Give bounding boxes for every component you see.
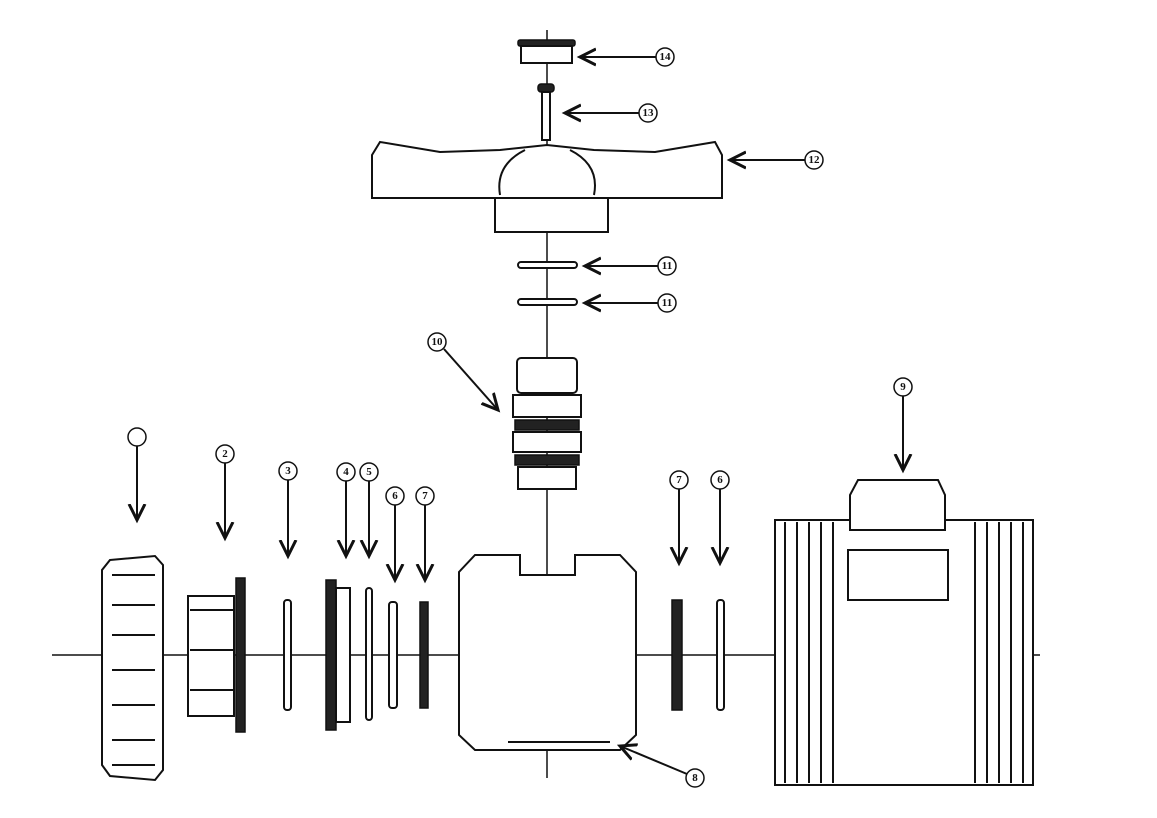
callout-circle [657, 293, 677, 313]
callout-circle [655, 47, 675, 67]
callout-label: 5 [366, 466, 372, 478]
callout-circle [657, 256, 677, 276]
callout-label: 6 [717, 474, 723, 486]
callout-c6a: 6 [385, 486, 405, 506]
callout-circle [427, 332, 447, 352]
callout-c4: 4 [336, 462, 356, 482]
callout-c3: 3 [278, 461, 298, 481]
callout-circle [669, 470, 689, 490]
callout-c10: 10 [427, 332, 447, 352]
callout-label: 7 [422, 490, 428, 502]
part-ring-5 [365, 587, 373, 721]
callout-c12: 12 [804, 150, 824, 170]
callout-circle [685, 768, 705, 788]
callout-label: 4 [343, 466, 349, 478]
callout-label: 8 [692, 772, 698, 784]
part-ring-6-left [388, 601, 398, 709]
part-union-nut [101, 554, 164, 782]
callout-c1 [127, 427, 147, 447]
callout-circle [804, 150, 824, 170]
part-seal-4 [325, 579, 351, 731]
part-ring-7-left [419, 601, 429, 709]
callout-circle [415, 486, 435, 506]
callout-circle [710, 470, 730, 490]
callout-circle [278, 461, 298, 481]
callout-circle [385, 486, 405, 506]
callout-label: 6 [392, 490, 398, 502]
callout-label: 2 [222, 448, 228, 460]
callout-circle [359, 462, 379, 482]
part-handle [371, 140, 723, 233]
callout-c11b: 11 [657, 293, 677, 313]
callout-label: 13 [643, 107, 655, 119]
part-threaded-body [774, 479, 1034, 786]
callout-label: 9 [900, 381, 906, 393]
part-ring-7-right [671, 599, 683, 711]
part-cap [517, 39, 576, 64]
part-stem [512, 357, 582, 490]
callout-c13: 13 [638, 103, 658, 123]
callout-label: 11 [662, 260, 672, 272]
callout-label: 11 [662, 297, 672, 309]
callout-c6b: 6 [710, 470, 730, 490]
callout-circle [336, 462, 356, 482]
callout-label: 3 [285, 465, 291, 477]
part-o-ring-3 [283, 599, 292, 711]
callout-c7b: 7 [669, 470, 689, 490]
callout-c2: 2 [215, 444, 235, 464]
callout-circle [638, 103, 658, 123]
callout-c9: 9 [893, 377, 913, 397]
callout-c11a: 11 [657, 256, 677, 276]
callout-circle [893, 377, 913, 397]
callout-label: 12 [809, 154, 821, 166]
part-o-ring-11b [517, 298, 578, 306]
callout-label: 14 [660, 51, 672, 63]
part-valve-body [458, 554, 637, 751]
callout-label: 10 [432, 336, 444, 348]
part-tail-piece [187, 577, 246, 733]
callout-c8: 8 [685, 768, 705, 788]
part-o-ring-11a [517, 261, 578, 269]
part-ring-6-right [716, 599, 725, 711]
callout-c5: 5 [359, 462, 379, 482]
callout-circle [127, 427, 147, 447]
part-screw [537, 83, 555, 141]
callout-circle [215, 444, 235, 464]
callout-c14: 14 [655, 47, 675, 67]
callout-c7a: 7 [415, 486, 435, 506]
callout-label: 7 [676, 474, 682, 486]
